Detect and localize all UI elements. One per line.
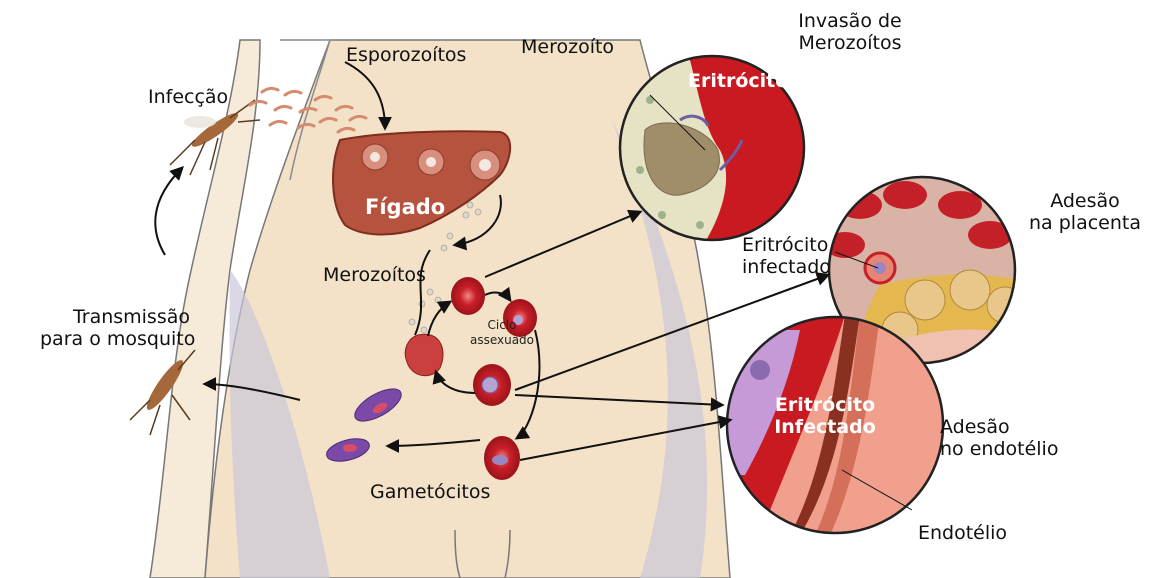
label-infection: Infecção — [148, 86, 228, 108]
label-merozoite: Merozoíto — [521, 36, 614, 58]
label-merozoites: Merozoítos — [323, 264, 426, 286]
label-liver: Fígado — [365, 196, 445, 218]
label-erythrocyte: Eritrócito — [688, 70, 788, 92]
label-sporozoites: Esporozoítos — [346, 44, 466, 66]
label-gametocytes: Gametócitos — [370, 481, 490, 503]
label-endothelium: Endotélio — [918, 522, 1007, 544]
